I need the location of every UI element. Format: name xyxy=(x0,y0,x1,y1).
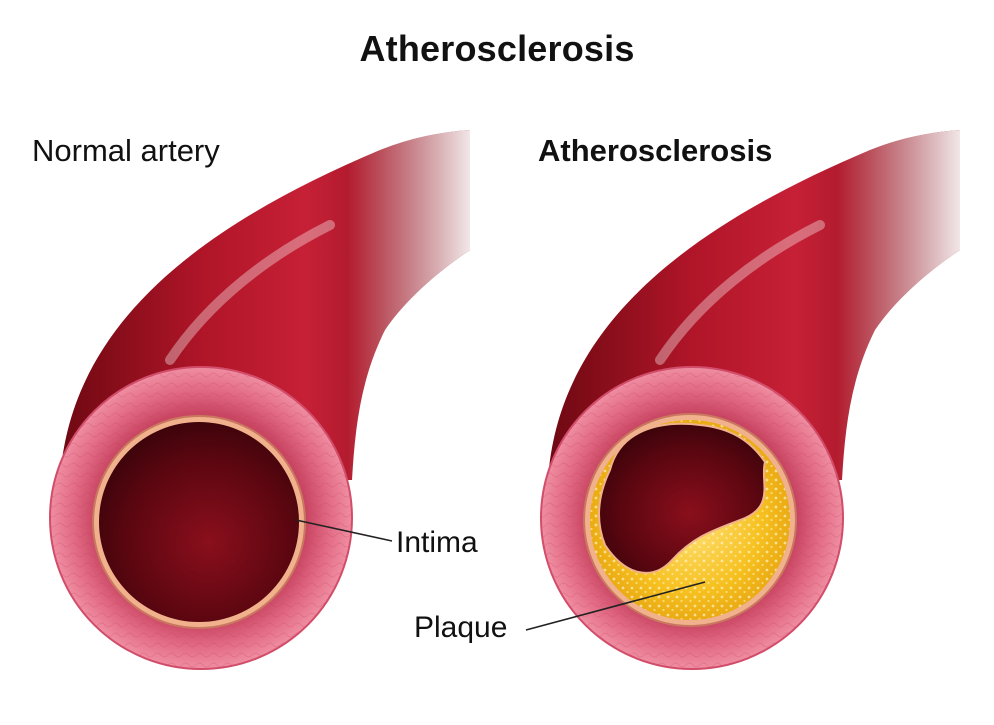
atherosclerotic-artery xyxy=(540,130,960,670)
normal-artery-label: Normal artery xyxy=(32,133,220,168)
diagram-title: Atherosclerosis xyxy=(359,28,635,69)
normal-artery xyxy=(49,130,470,670)
atherosclerosis-panel-label: Atherosclerosis xyxy=(538,133,773,168)
intima-leader-line xyxy=(295,519,393,542)
plaque-label: Plaque xyxy=(414,611,508,644)
narrowed-lumen xyxy=(598,422,767,574)
plaque-leader-line xyxy=(525,581,706,631)
normal-lumen xyxy=(99,422,299,622)
intima-label: Intima xyxy=(396,526,478,559)
